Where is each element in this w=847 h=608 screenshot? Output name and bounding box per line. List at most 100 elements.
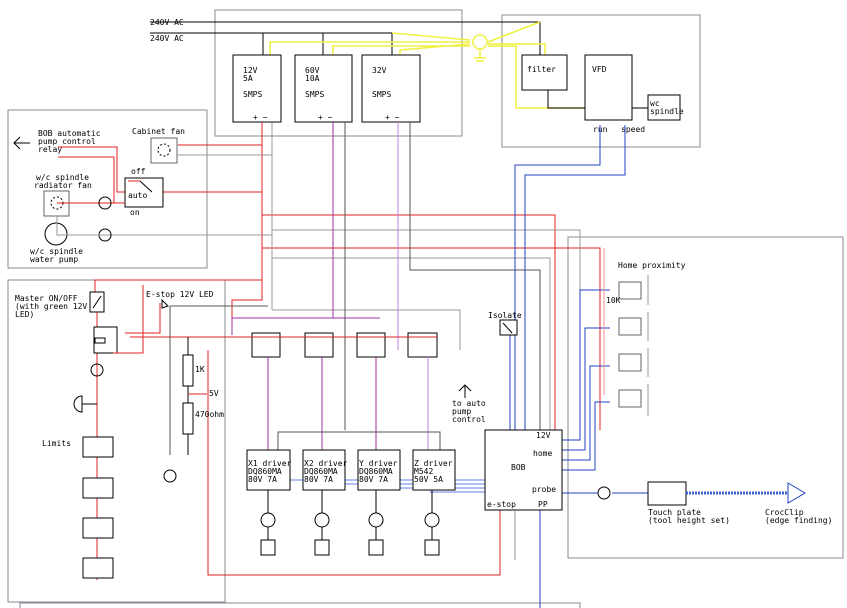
pump-control-arrow bbox=[458, 384, 472, 398]
svg-text:+ −: + − bbox=[318, 113, 333, 122]
led-wire bbox=[169, 305, 268, 455]
pump-control-label-2: pump bbox=[452, 407, 471, 416]
master-switch-label-2: (with green 12V bbox=[15, 302, 87, 311]
svg-text:12V: 12V bbox=[243, 66, 258, 75]
touch-plate bbox=[647, 481, 687, 506]
probe-panel bbox=[567, 236, 844, 559]
bob-relay-label-1: BOB automatic bbox=[38, 129, 101, 138]
mains-label-2: 240V AC bbox=[150, 34, 184, 43]
isolate-switch[interactable] bbox=[499, 319, 518, 336]
crocclip-icon bbox=[787, 482, 806, 504]
svg-text:PP: PP bbox=[538, 500, 548, 509]
radiator-fan-label-1: w/c spindle bbox=[36, 173, 89, 182]
svg-text:SMPS: SMPS bbox=[372, 90, 391, 99]
svg-text:32V: 32V bbox=[372, 66, 387, 75]
vfd-box: VFD bbox=[584, 54, 633, 121]
cabinet-fan-icon bbox=[150, 137, 178, 164]
svg-text:+ −: + − bbox=[253, 113, 268, 122]
svg-text:M542: M542 bbox=[414, 467, 433, 476]
master-switch[interactable] bbox=[89, 291, 105, 313]
crocclip-label-1: CrocClip bbox=[765, 508, 804, 517]
connector-icon bbox=[98, 196, 112, 242]
svg-text:BOB: BOB bbox=[511, 463, 526, 472]
home-prox-label: Home proximity bbox=[618, 261, 686, 270]
axis-relays bbox=[232, 332, 438, 358]
svg-text:SMPS: SMPS bbox=[305, 90, 324, 99]
bob-relay-label-3: relay bbox=[38, 145, 62, 154]
bottom-panel bbox=[19, 602, 581, 608]
mains-wiring bbox=[150, 21, 648, 109]
master-switch-label-3: LED) bbox=[15, 310, 34, 319]
vfd-speed-label: speed bbox=[621, 125, 645, 134]
relay-wires bbox=[113, 285, 232, 354]
bob-relay-arrow bbox=[13, 136, 30, 150]
svg-text:SMPS: SMPS bbox=[243, 90, 262, 99]
svg-text:probe: probe bbox=[532, 485, 556, 494]
estop-led-label: E-stop 12V LED bbox=[146, 290, 214, 299]
svg-text:80V 7A: 80V 7A bbox=[248, 475, 277, 484]
switch-auto-label: auto bbox=[128, 191, 147, 200]
svg-text:wc: wc bbox=[650, 99, 660, 108]
svg-text:home: home bbox=[533, 449, 552, 458]
resistor-470-label: 470ohm bbox=[195, 410, 224, 419]
water-pump-icon bbox=[44, 222, 68, 246]
svg-text:+ −: + − bbox=[385, 113, 400, 122]
svg-text:spindle: spindle bbox=[650, 107, 684, 116]
svg-text:10A: 10A bbox=[305, 74, 320, 83]
resistor-470 bbox=[182, 402, 194, 455]
proximity-sensors bbox=[603, 248, 649, 416]
driver-power-wires bbox=[267, 357, 377, 450]
mains-label-1: 240V AC bbox=[150, 18, 184, 27]
water-pump-label-2: water pump bbox=[30, 255, 78, 264]
svg-text:DQ860MA: DQ860MA bbox=[248, 467, 282, 476]
svg-text:X1 driver: X1 driver bbox=[248, 459, 292, 468]
mode-switch[interactable] bbox=[124, 177, 164, 208]
estop-button-icon[interactable] bbox=[73, 395, 97, 413]
svg-text:e-stop: e-stop bbox=[487, 500, 516, 509]
switch-on-label: on bbox=[130, 208, 140, 217]
isolate-label: Isolate bbox=[488, 311, 522, 320]
psu-enclosure bbox=[214, 9, 463, 137]
power-rails bbox=[94, 122, 601, 430]
pump-wire bbox=[56, 216, 105, 236]
estop-led-icon bbox=[161, 298, 169, 309]
psu-32v: 32V SMPS + − bbox=[361, 54, 421, 123]
master-switch-label-1: Master ON/OFF bbox=[15, 294, 78, 303]
resistor-10k-label: 10K bbox=[606, 296, 621, 305]
cooling-panel bbox=[7, 109, 208, 269]
limit-switches[interactable] bbox=[82, 436, 114, 579]
filter-box: filter bbox=[521, 54, 568, 91]
5v-label: 5V bbox=[209, 389, 219, 398]
driver-ground-wire bbox=[277, 431, 441, 450]
svg-text:DQ860MA: DQ860MA bbox=[304, 467, 338, 476]
svg-text:Y driver: Y driver bbox=[359, 459, 398, 468]
master-relay bbox=[93, 326, 118, 354]
resistor-1k-label: 1K bbox=[195, 365, 205, 374]
radiator-fan-label-2: radiator fan bbox=[34, 181, 92, 190]
svg-text:80V 7A: 80V 7A bbox=[304, 475, 333, 484]
spindle-enclosure bbox=[501, 14, 701, 148]
resistor-1k bbox=[182, 337, 194, 403]
svg-text:12V: 12V bbox=[536, 431, 551, 440]
svg-text:filter: filter bbox=[527, 65, 556, 74]
water-pump-label-1: w/c spindle bbox=[30, 247, 83, 256]
switch-off-label: off bbox=[131, 167, 146, 176]
svg-text:DQ860MA: DQ860MA bbox=[359, 467, 393, 476]
svg-text:50V 5A: 50V 5A bbox=[414, 475, 443, 484]
bob-relay-label-2: pump control bbox=[38, 137, 96, 146]
pump-control-label-1: to auto bbox=[452, 399, 486, 408]
svg-text:Z driver: Z driver bbox=[414, 459, 453, 468]
crocclip-label-2: (edge finding) bbox=[765, 516, 832, 525]
stepper-motors bbox=[260, 490, 440, 556]
svg-text:VFD: VFD bbox=[592, 65, 607, 74]
estop-connector-icon bbox=[90, 363, 177, 483]
svg-text:80V 7A: 80V 7A bbox=[359, 475, 388, 484]
pump-control-label-3: control bbox=[452, 415, 486, 424]
